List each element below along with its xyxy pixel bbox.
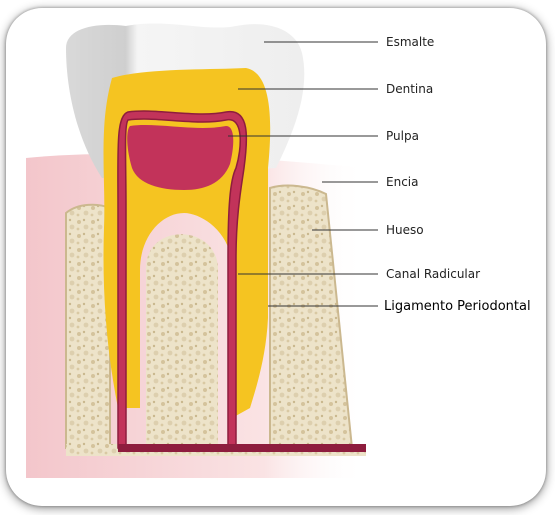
label-dentina: Dentina <box>386 82 433 96</box>
canal-base <box>118 444 366 452</box>
pulp-chamber <box>127 125 234 190</box>
label-pulpa: Pulpa <box>386 129 419 143</box>
label-esmalte: Esmalte <box>386 35 434 49</box>
label-ligamento-periodontal: Ligamento Periodontal <box>384 299 531 314</box>
tooth-anatomy-diagram: Esmalte Dentina Pulpa Encia Hueso Canal … <box>26 23 531 479</box>
pulp-shape <box>117 110 248 449</box>
label-encia: Encia <box>386 175 418 189</box>
diagram-frame: Esmalte Dentina Pulpa Encia Hueso Canal … <box>6 8 546 506</box>
label-hueso: Hueso <box>386 223 424 237</box>
bone-shape <box>65 184 366 456</box>
label-canal-radicular: Canal Radicular <box>386 267 480 281</box>
